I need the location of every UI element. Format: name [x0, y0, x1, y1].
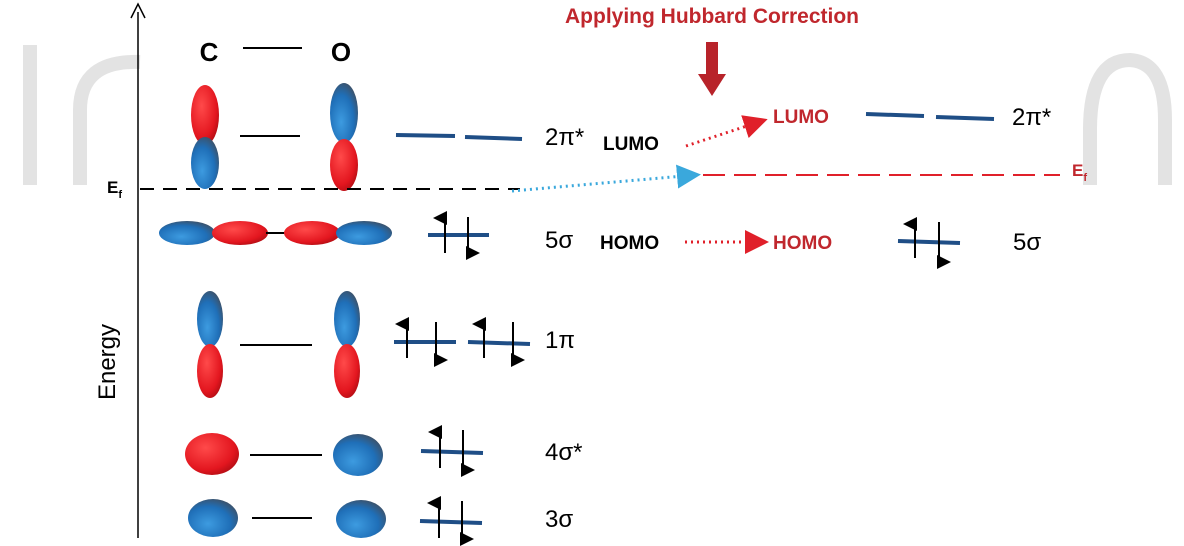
- level-3sigma: [419, 496, 483, 546]
- fermi-shift-arrow: [511, 164, 701, 193]
- level-2pi-star: [395, 133, 523, 141]
- orbital-label-4sigma-star: 4σ*: [545, 439, 583, 466]
- level-2pi-star-corrected: [865, 112, 995, 121]
- orbital-4sigma-star-shape: [185, 433, 383, 476]
- energy-axis-arrowhead: [130, 2, 146, 19]
- hubbard-title: Applying Hubbard Correction: [565, 5, 859, 28]
- fermi-label-left: Ef: [107, 178, 122, 201]
- orbital-label-1pi: 1π: [545, 327, 575, 354]
- orbital-label-5sigma: 5σ: [545, 227, 573, 254]
- lumo-before-label: LUMO: [603, 134, 659, 155]
- orbital-label-2pi-star: 2π*: [545, 124, 584, 151]
- homo-before-label: HOMO: [600, 233, 659, 254]
- orbital-2pi-star-shape: [191, 83, 358, 191]
- hubbard-down-arrow: [698, 42, 726, 96]
- orbital-label-2pi-star-corrected: 2π*: [1012, 104, 1051, 131]
- energy-axis-label: Energy: [94, 324, 121, 400]
- fermi-label-right: Ef: [1072, 161, 1087, 184]
- orbital-1pi-shape: [197, 291, 360, 398]
- oxygen-label: O: [331, 37, 351, 67]
- orbital-label-3sigma: 3σ: [545, 506, 573, 533]
- level-5sigma: [428, 211, 489, 260]
- orbital-5sigma-shape: [159, 221, 392, 245]
- lumo-after-label: LUMO: [773, 107, 829, 128]
- homo-after-label: HOMO: [773, 233, 832, 254]
- level-5sigma-corrected: [897, 217, 961, 269]
- watermark: [23, 45, 1172, 185]
- orbital-3sigma-shape: [188, 499, 386, 538]
- orbital-label-5sigma-corrected: 5σ: [1013, 229, 1041, 256]
- level-1pi: [394, 317, 531, 367]
- lumo-shift-arrow: [685, 115, 768, 148]
- level-4sigma-star: [420, 425, 484, 477]
- carbon-label: C: [200, 37, 219, 67]
